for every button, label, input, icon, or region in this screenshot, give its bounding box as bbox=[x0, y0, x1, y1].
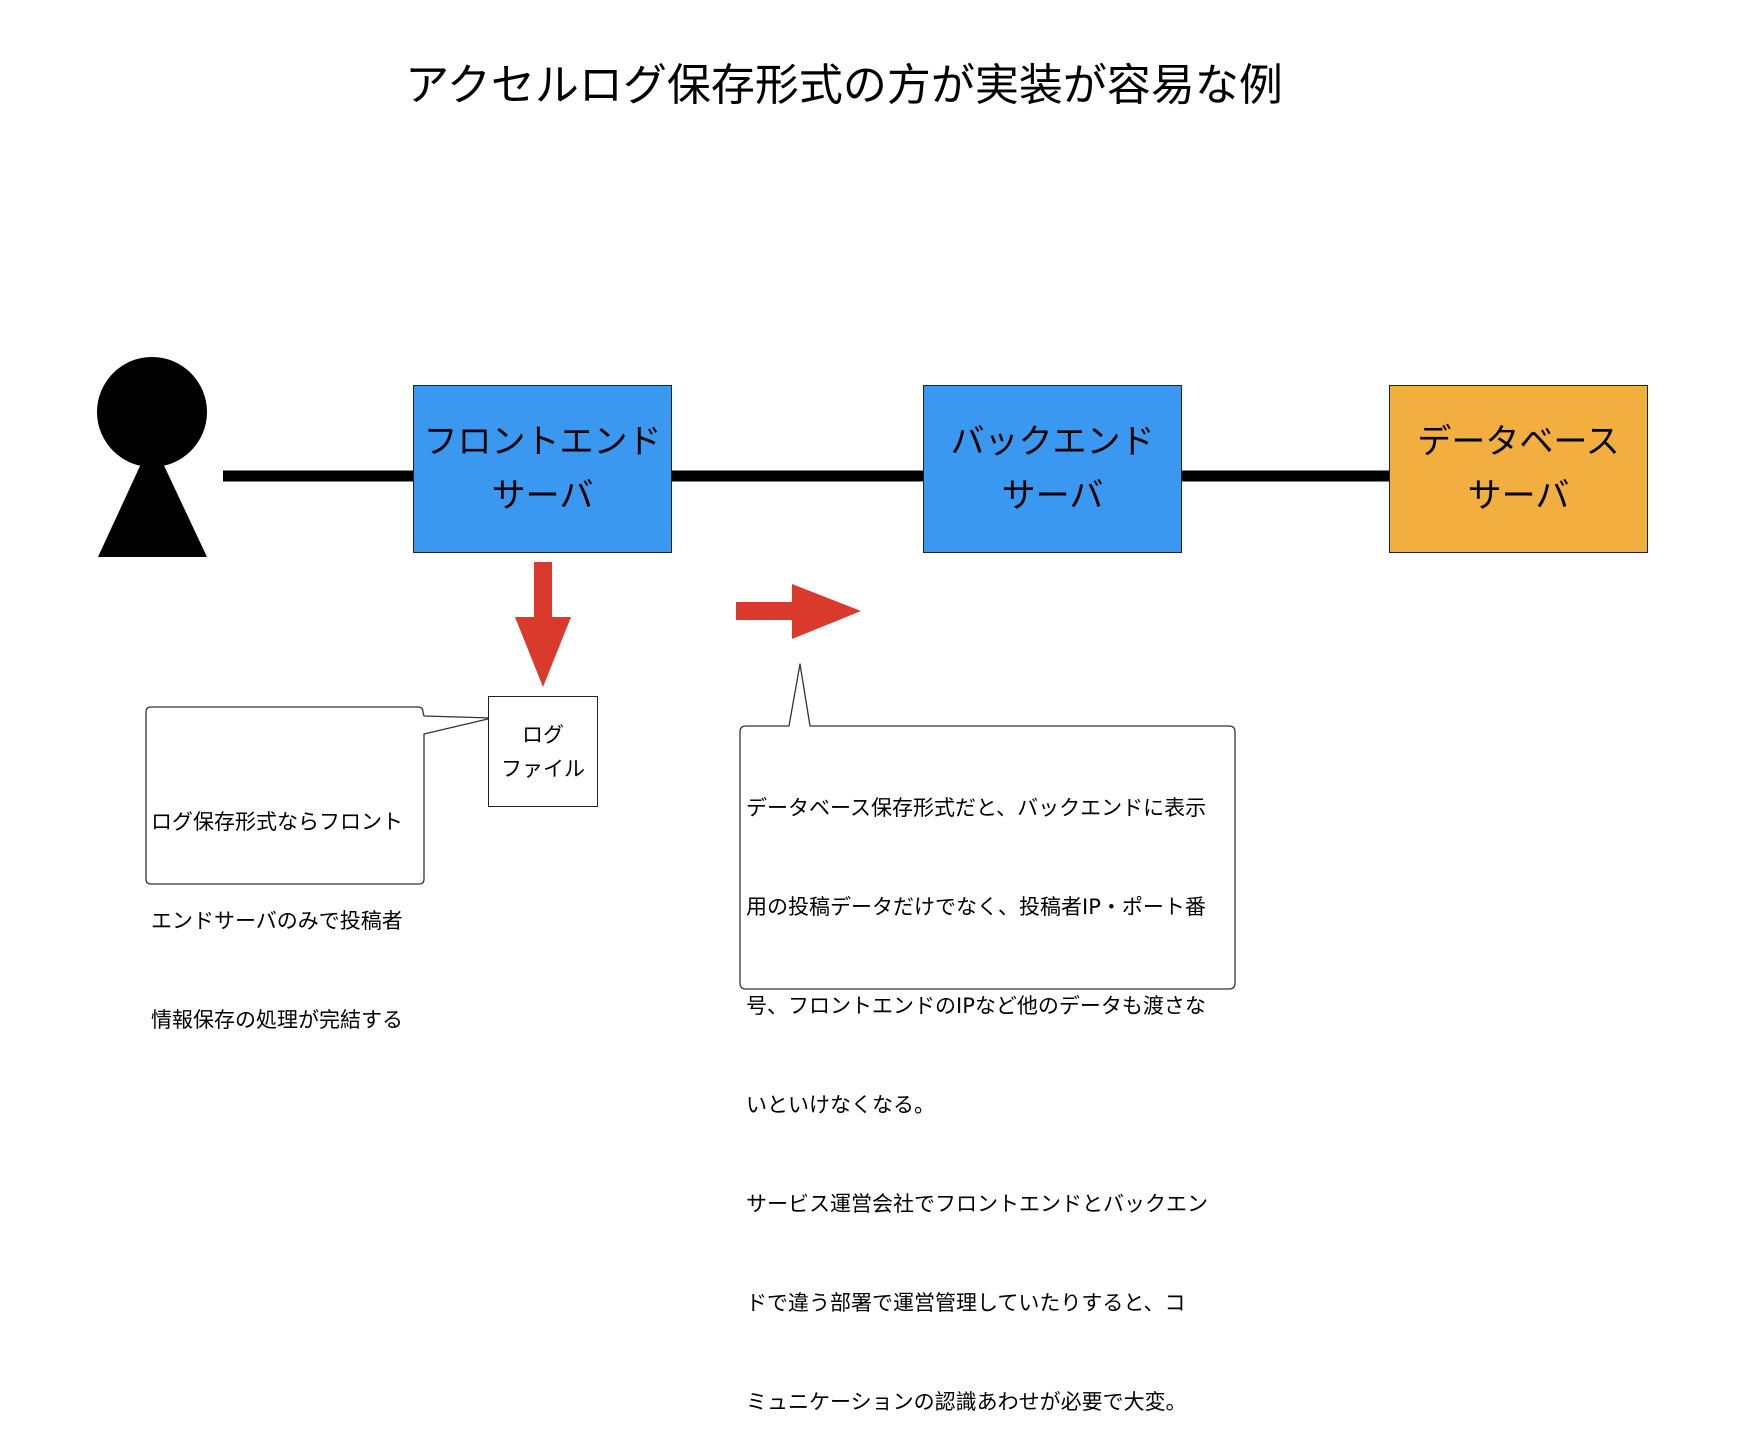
backend-server-node: バックエンド サーバ bbox=[923, 385, 1182, 553]
left-callout-line: ログ保存形式ならフロント bbox=[151, 810, 403, 834]
frontend-server-node: フロントエンド サーバ bbox=[413, 385, 672, 553]
frontend-server-label-line1: フロントエンド bbox=[423, 422, 662, 462]
left-callout-balloon bbox=[145, 706, 493, 885]
log-file-label-line1: ログ bbox=[522, 722, 564, 747]
right-callout-balloon bbox=[739, 663, 1236, 990]
left-callout-text: ログ保存形式ならフロント エンドサーバのみで投稿者 情報保存の処理が完結する bbox=[151, 740, 403, 1070]
backend-server-label-line1: バックエンド bbox=[950, 422, 1155, 462]
diagram-title: アクセルログ保存形式の方が実装が容易な例 bbox=[405, 60, 1283, 111]
person-icon bbox=[97, 357, 207, 557]
right-callout-line: サービス運営会社でフロントエンドとバックエン bbox=[746, 1192, 1208, 1216]
right-arrow-icon bbox=[736, 584, 861, 639]
left-callout-line: 情報保存の処理が完結する bbox=[151, 1008, 403, 1032]
down-arrow-icon bbox=[515, 562, 571, 687]
right-callout-line: 用の投稿データだけでなく、投稿者IP・ポート番 bbox=[746, 895, 1206, 919]
right-callout-line: ドで違う部署で運営管理していたりすると、コ bbox=[746, 1291, 1186, 1315]
right-callout-line: いといけなくなる。 bbox=[746, 1093, 935, 1117]
right-callout-line: データベース保存形式だと、バックエンドに表示 bbox=[746, 796, 1207, 820]
database-server-label-line2: サーバ bbox=[1467, 476, 1570, 516]
right-callout-text: データベース保存形式だと、バックエンドに表示 用の投稿データだけでなく、投稿者I… bbox=[746, 726, 1208, 1452]
left-callout-line: エンドサーバのみで投稿者 bbox=[151, 909, 403, 933]
right-callout-line: ミュニケーションの認識あわせが必要で大変。 bbox=[746, 1390, 1187, 1414]
log-file-node: ログ ファイル bbox=[488, 696, 598, 807]
diagram-canvas bbox=[97, 357, 1389, 990]
frontend-server-label-line2: サーバ bbox=[491, 476, 594, 516]
log-file-label-line2: ファイル bbox=[501, 756, 585, 781]
database-server-node: データベース サーバ bbox=[1389, 385, 1648, 553]
database-server-label-line1: データベース bbox=[1417, 422, 1620, 462]
backend-server-label-line2: サーバ bbox=[1001, 476, 1104, 516]
right-callout-line: 号、フロントエンドのIPなど他のデータも渡さな bbox=[746, 994, 1206, 1018]
